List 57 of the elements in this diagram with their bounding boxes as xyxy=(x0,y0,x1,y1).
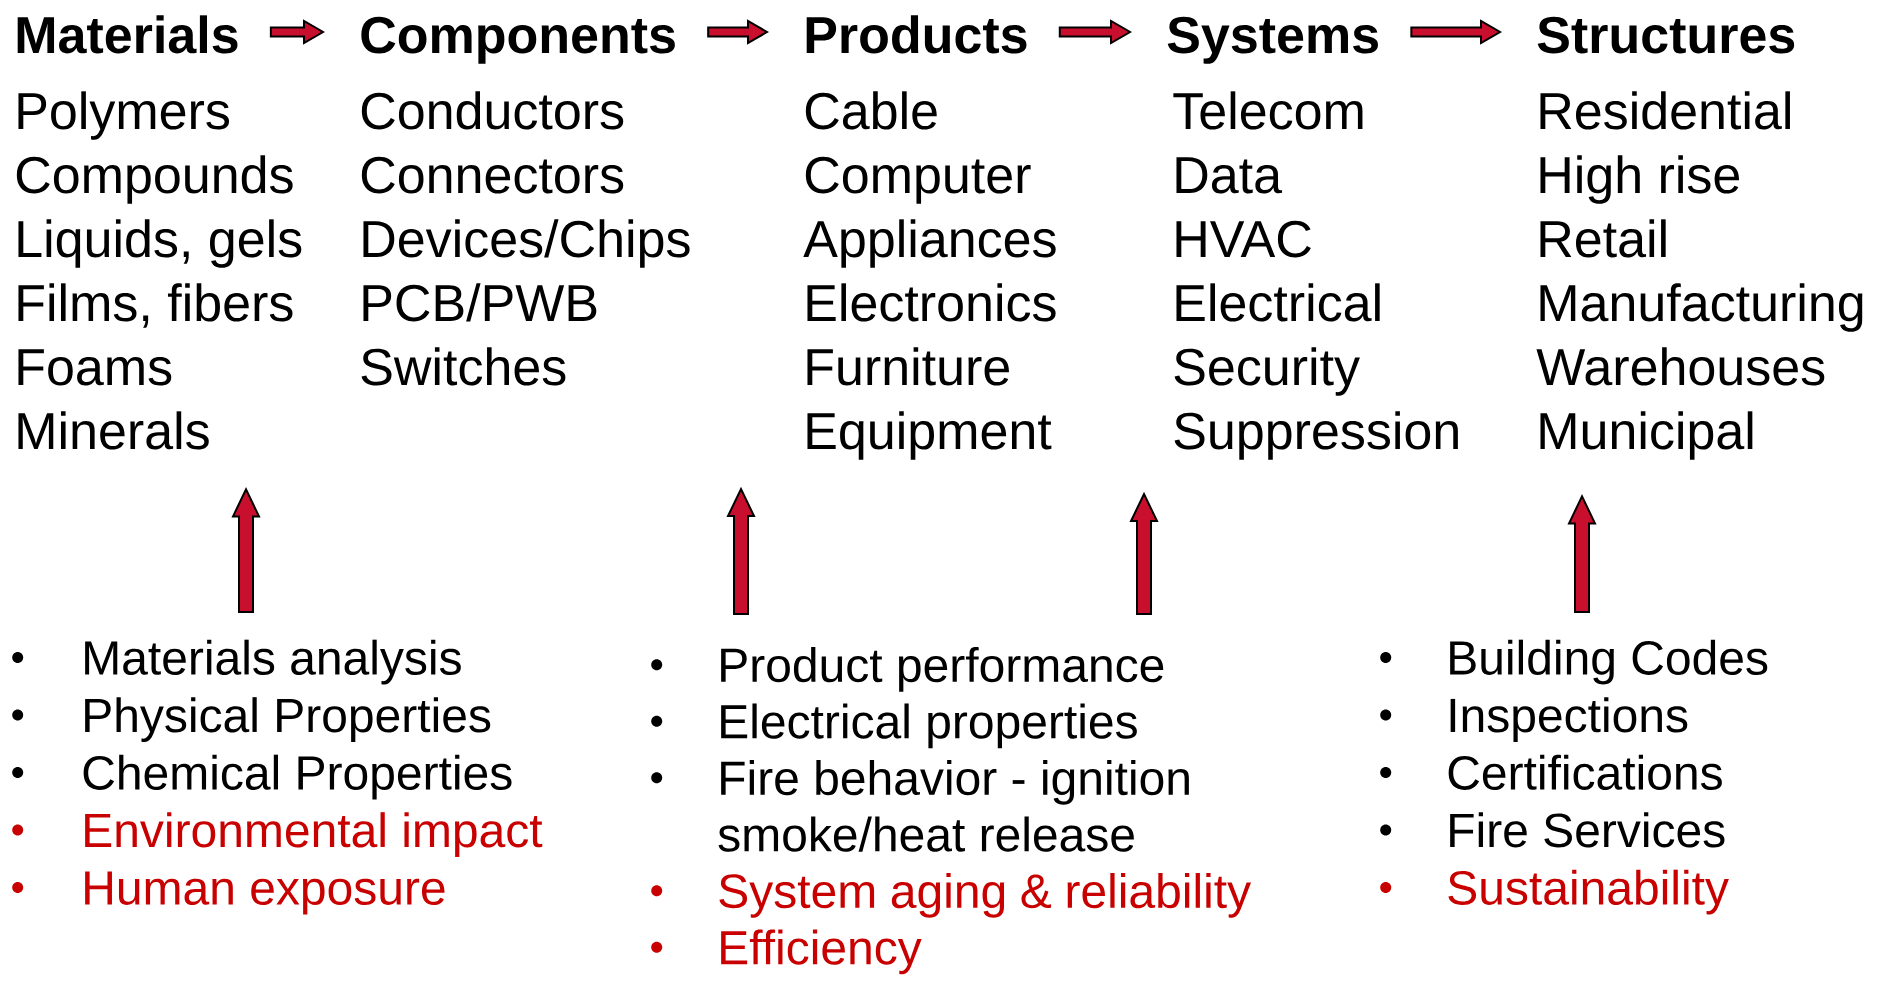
list-item: Appliances xyxy=(803,219,1056,268)
bullet-item: Environmental impact xyxy=(12,812,543,857)
list-item: Switches xyxy=(361,347,566,386)
bullet-item: Electrical properties xyxy=(651,703,1137,749)
list-item: High rise xyxy=(1540,155,1739,204)
block-arrow xyxy=(1129,491,1159,615)
list-item: Data xyxy=(1176,157,1283,194)
column-heading: Materials xyxy=(17,15,238,54)
bullet-item: Efficiency xyxy=(651,929,922,975)
block-arrow xyxy=(726,486,756,615)
list-item: Minerals xyxy=(18,411,209,450)
list-item: Conductors xyxy=(361,91,624,130)
block-arrow xyxy=(1058,19,1132,45)
bullet-item: Product performance xyxy=(651,646,1164,692)
list-item: Equipment xyxy=(807,411,1052,460)
list-item: Furniture xyxy=(807,347,1009,386)
list-item: Foams xyxy=(18,349,172,386)
bullet-item: Physical Properties xyxy=(12,697,491,742)
list-item: Manufacturing xyxy=(1540,283,1863,332)
bullet-item: Building Codes xyxy=(1380,639,1768,685)
bullet-item: Fire Services xyxy=(1380,812,1725,848)
block-arrow xyxy=(269,19,325,45)
bullet-item: Sustainability xyxy=(1380,869,1729,915)
column-heading: Components xyxy=(361,16,675,64)
list-item: Devices/Chips xyxy=(363,219,690,268)
bullet-item: Chemical Properties xyxy=(12,754,512,800)
block-arrow xyxy=(1410,19,1502,45)
bullet-item: Human exposure xyxy=(12,871,445,915)
bullet-item: Certifications xyxy=(1380,754,1722,790)
list-item: Security xyxy=(1174,347,1360,396)
list-item: Warehouses xyxy=(1536,347,1825,386)
column-heading: Systems xyxy=(1167,16,1378,64)
list-item: Computer xyxy=(805,156,1031,204)
list-item: Films, fibers xyxy=(18,283,293,328)
bullet-item: Materials analysis xyxy=(12,639,461,685)
column-heading: Products xyxy=(806,15,1027,54)
list-item: Residential xyxy=(1540,91,1790,130)
block-arrow xyxy=(1567,494,1597,613)
block-arrow xyxy=(707,19,769,45)
list-item: Connectors xyxy=(361,156,624,194)
bullet-item: System aging & reliability xyxy=(651,872,1252,918)
list-item: Liquids, gels xyxy=(18,219,302,268)
bullet-item: Fire behavior - ignition smoke/heat release xyxy=(651,759,1189,852)
list-item: Polymers xyxy=(18,91,229,140)
list-item: Electronics xyxy=(807,283,1056,322)
list-item: Municipal xyxy=(1540,411,1753,460)
list-item: Electrical xyxy=(1176,283,1380,322)
block-arrow xyxy=(231,487,261,613)
column-heading: Structures xyxy=(1537,16,1795,54)
list-item: Suppression xyxy=(1174,411,1458,460)
bullet-item: Inspections xyxy=(1380,697,1688,742)
list-item: Telecom xyxy=(1173,91,1363,130)
list-item: PCB/PWB xyxy=(363,283,597,322)
list-item: Cable xyxy=(805,91,937,130)
list-item: HVAC xyxy=(1176,220,1311,258)
list-item: Retail xyxy=(1540,219,1666,258)
list-item: Compounds xyxy=(16,155,293,204)
